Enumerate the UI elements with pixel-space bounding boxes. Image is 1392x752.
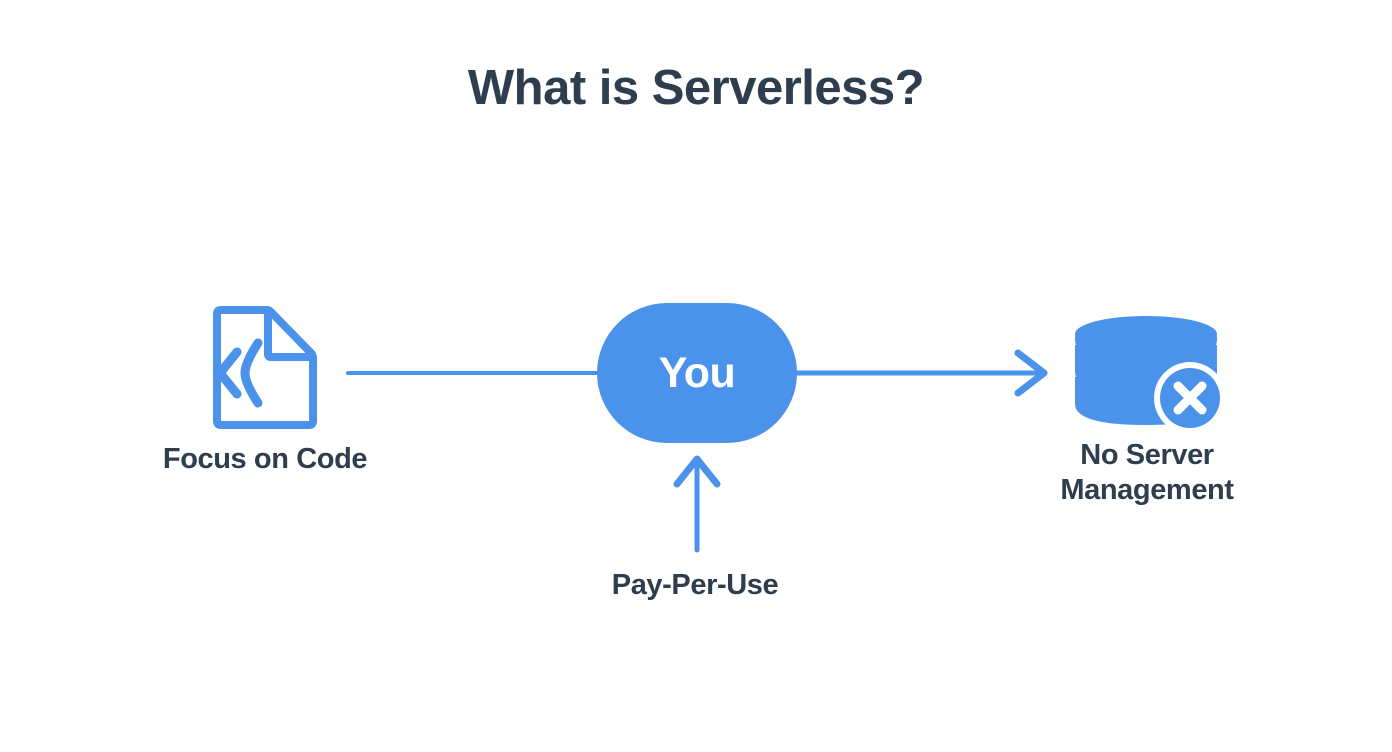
database-disabled-icon bbox=[1075, 316, 1226, 434]
code-chevron-right-part bbox=[240, 338, 263, 408]
center-node-label: You bbox=[658, 348, 736, 397]
caption-focus-on-code: Focus on Code bbox=[162, 443, 368, 475]
code-file-icon bbox=[213, 306, 317, 429]
arrow-up-icon bbox=[673, 455, 721, 488]
arrowhead-right-icon bbox=[1014, 349, 1048, 397]
caption-right-line-1: No Server bbox=[1080, 439, 1214, 471]
center-node-you[interactable]: You bbox=[597, 303, 797, 443]
caption-right-line-2: Management bbox=[1060, 474, 1234, 507]
close-icon bbox=[1173, 381, 1207, 415]
caption-no-server-management: No Server Management bbox=[977, 438, 1317, 509]
caption-pay-per-use: Pay-Per-Use bbox=[611, 569, 779, 601]
page-title: What is Serverless? bbox=[467, 61, 925, 115]
code-chevron-left-part bbox=[215, 347, 242, 399]
